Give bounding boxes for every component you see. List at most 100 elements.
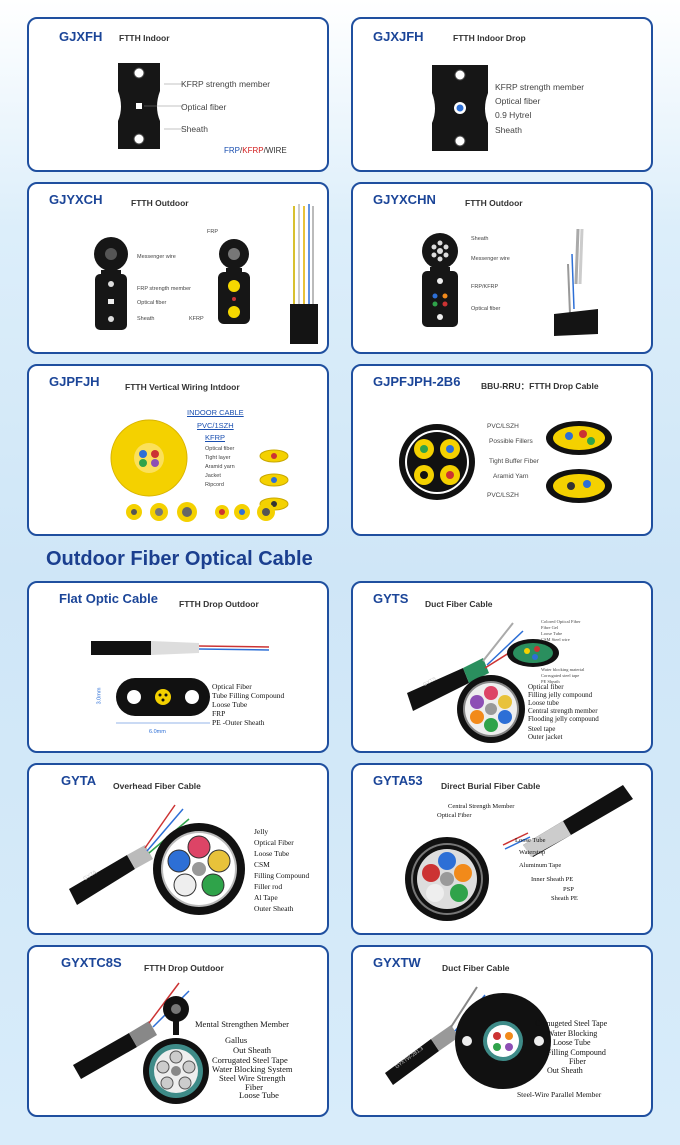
label: Aramid yarn xyxy=(205,464,235,470)
link-indoor-cable[interactable]: INDOOR CABLE xyxy=(187,408,244,417)
gyta-cross-section xyxy=(153,823,245,915)
gyxtw-cross-section xyxy=(455,993,551,1089)
label: Optical Fiber xyxy=(437,812,472,819)
card-title: GJYXCH xyxy=(49,192,103,207)
label: Comugeted Steel Tape xyxy=(535,1019,608,1028)
label: Filling Compound xyxy=(547,1048,606,1057)
label: Jacket xyxy=(205,473,221,479)
card-title: GYXTC8S xyxy=(61,955,122,970)
card-subtitle: FTTH Drop Outdoor xyxy=(144,963,224,973)
card-title: GJYXCHN xyxy=(373,192,436,207)
label: Water Blocking System xyxy=(212,1064,293,1074)
label: Central Strength Member xyxy=(448,803,515,810)
legend-wire: WIRE xyxy=(265,146,287,155)
card-gjyxchn: GJYXCHN FTTH Outdoor Sheath Messenger wi… xyxy=(351,182,653,354)
label: Optical fiber xyxy=(181,102,227,112)
label: Sheath xyxy=(137,316,155,322)
card-gyxtw: GYXTW Duct Fiber Cable GYXTW-2B1.3 Comug… xyxy=(351,945,653,1117)
gjxfh-cross-section xyxy=(118,63,184,149)
gjyxchn-cross-section xyxy=(422,233,458,327)
label: Filling jelly compound xyxy=(528,691,593,699)
label: Messenger wire xyxy=(137,254,176,260)
section-title: Outdoor Fiber Optical Cable xyxy=(46,548,313,570)
label: Optical Fiber xyxy=(254,838,294,847)
label: Fiber xyxy=(569,1057,586,1066)
label: Inner Sheath PE xyxy=(531,876,574,883)
label: Sheath xyxy=(495,125,522,135)
label: Optical fiber xyxy=(137,300,167,306)
label: FRP xyxy=(212,709,226,718)
card-title: GYTA53 xyxy=(373,773,423,788)
card-gjyxch: GJYXCH FTTH Outdoor Messenger wire FRP s… xyxy=(27,182,329,354)
label: Fiber xyxy=(245,1082,263,1092)
card-subtitle: FTTH Vertical Wiring Intdoor xyxy=(125,382,240,392)
label: Loose Tube xyxy=(212,700,248,709)
label: 0.9 Hytrel xyxy=(495,110,532,120)
gjyxch-cross-section xyxy=(94,237,128,330)
label: Loose Tube xyxy=(239,1090,279,1100)
gjpfjh-sample-cables xyxy=(126,449,289,522)
label: Optical Fiber xyxy=(212,682,252,691)
label: Loose Tube xyxy=(515,837,546,844)
label: Al Tape xyxy=(254,893,278,902)
label: PVC/LSZH xyxy=(487,492,519,499)
legend-sep: / xyxy=(263,146,266,155)
card-subtitle: Duct Fiber Cable xyxy=(425,599,493,609)
label: Optical fiber xyxy=(495,96,541,106)
label: Aramid Yarn xyxy=(493,473,529,480)
label: Optical fiber xyxy=(205,446,235,452)
card-subtitle: Overhead Fiber Cable xyxy=(113,781,201,791)
gjxjfh-cross-section xyxy=(432,65,488,151)
link-kfrp[interactable]: KFRP xyxy=(205,433,226,442)
label: Loose Tube xyxy=(553,1038,591,1047)
legend-sep: / xyxy=(240,146,243,155)
label: Loose tube xyxy=(528,699,559,707)
label: Aluminum Tape xyxy=(519,862,562,869)
gyts-cable-photo xyxy=(407,622,559,711)
gyts-cross-section xyxy=(457,675,525,743)
card-gjpfjh: GJPFJH FTTH Vertical Wiring Intdoor INDO… xyxy=(27,364,329,536)
card-title: GYTA xyxy=(61,773,97,788)
card-subtitle: FTTH Indoor Drop xyxy=(453,33,526,43)
label: Filler rod xyxy=(254,882,283,891)
dim-height: 3.0mm xyxy=(96,687,103,705)
flat-cross-section xyxy=(116,678,210,724)
label: Steel Wire Strength xyxy=(219,1073,286,1083)
card-title: GJPFJPH-2B6 xyxy=(373,374,461,389)
flat-cable-photo xyxy=(91,641,270,655)
gyta53-cross-section xyxy=(405,837,489,921)
card-gyts: GYTS Duct Fiber Cable Colored Optical Fi… xyxy=(351,581,653,753)
card-subtitle: FTTH Indoor xyxy=(119,33,170,43)
label: Loose Tube xyxy=(254,849,290,858)
label: Out Sheath xyxy=(233,1045,272,1055)
label: Water Blocking xyxy=(547,1029,598,1038)
label-small: Colored Optical Fiber xyxy=(541,619,581,624)
label: PVC/LSZH xyxy=(487,423,519,430)
card-subtitle: Duct Fiber Cable xyxy=(442,963,510,973)
gjyxch-yellow-section xyxy=(218,239,250,324)
link-pvc-lszh[interactable]: PVC/1SZH xyxy=(197,421,234,430)
card-flat-optic: Flat Optic Cable FTTH Drop Outdoor 3.0mm… xyxy=(27,581,329,753)
label: CSM xyxy=(254,860,270,869)
label: Tight layer xyxy=(205,455,231,461)
label: Outer jacket xyxy=(528,733,563,741)
gyta53-cable-photo xyxy=(502,785,633,857)
gjyxch-cable-photo xyxy=(290,204,318,344)
label: FRP/KFRP xyxy=(471,284,499,290)
dim-width: 6.0mm xyxy=(149,729,166,735)
card-gjpfjph: GJPFJPH-2B6 BBU-RRU：FTTH Drop Cable PVC/… xyxy=(351,364,653,536)
label: Sheath xyxy=(471,236,489,242)
card-subtitle: BBU-RRU：FTTH Drop Cable xyxy=(481,381,599,391)
label: FRP xyxy=(207,229,218,235)
label: PE -Outer Sheath xyxy=(212,718,265,727)
label: Tight Buffer Fiber xyxy=(489,458,539,465)
label: Steel-Wire Parallel Member xyxy=(517,1090,602,1099)
legend-kfrp: KFRP xyxy=(242,146,264,155)
label: Flooding jelly compound xyxy=(528,715,599,723)
gjpfjph-cable-photos xyxy=(546,421,612,503)
gjpfjh-cross-section xyxy=(110,419,188,497)
card-title: Flat Optic Cable xyxy=(59,591,158,606)
label: Filling Compound xyxy=(254,871,310,880)
gyxtc8s-cross-section xyxy=(143,996,209,1104)
label: PSP xyxy=(563,886,574,893)
